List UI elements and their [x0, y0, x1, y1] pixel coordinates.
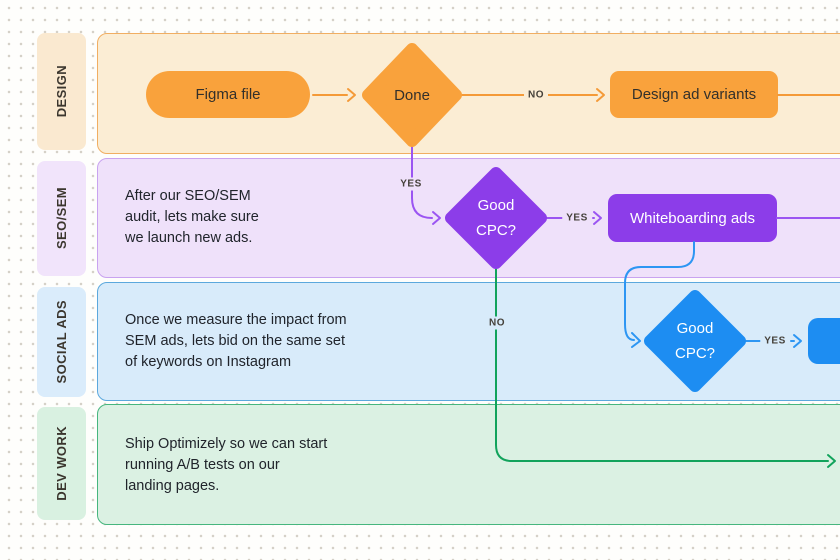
- label-line: Good: [676, 320, 714, 337]
- node-design-ad-variants-label: Design ad variants: [631, 86, 757, 103]
- edge-label-done-yes[interactable]: YES: [396, 177, 426, 191]
- label-line: Good: [477, 197, 515, 214]
- lane-label-social-ads[interactable]: SOCIAL ADS: [37, 287, 86, 397]
- lane-label-dev-work-text: DEV WORK: [54, 426, 69, 501]
- note-social-ads[interactable]: Once we measure the impact from SEM ads,…: [125, 310, 347, 373]
- label-line: CPC?: [475, 222, 516, 239]
- node-social-clipped[interactable]: [808, 318, 840, 364]
- node-done-label-text: Done: [394, 86, 430, 104]
- node-whiteboarding-ads[interactable]: Whiteboarding ads: [608, 194, 777, 242]
- node-design-ad-variants[interactable]: Design ad variants: [610, 71, 778, 118]
- node-figma-file[interactable]: Figma file: [146, 71, 310, 118]
- node-good-cpc-sem-label: Good CPC?: [446, 190, 546, 246]
- node-whiteboarding-ads-label: Whiteboarding ads: [629, 209, 756, 227]
- edge-label-sem-cpc-yes[interactable]: YES: [562, 211, 592, 225]
- lane-label-seo-sem[interactable]: SEO/SEM: [37, 161, 86, 276]
- edge-label-social-cpc-yes[interactable]: YES: [760, 334, 790, 348]
- lane-label-dev-work[interactable]: DEV WORK: [37, 407, 86, 520]
- lane-label-social-ads-text: SOCIAL ADS: [54, 300, 69, 384]
- note-line: SEM ads, lets bid on the same set: [125, 333, 346, 349]
- note-line: running A/B tests on our: [125, 457, 280, 473]
- node-done-label: Done: [362, 75, 462, 115]
- lane-label-design-text: DESIGN: [54, 65, 69, 118]
- note-line: we launch new ads.: [125, 230, 253, 246]
- note-dev-work[interactable]: Ship Optimizely so we can start running …: [125, 434, 327, 497]
- lane-label-seo-sem-text: SEO/SEM: [54, 187, 69, 250]
- edge-label-sem-cpc-no[interactable]: NO: [485, 316, 509, 330]
- note-line: landing pages.: [125, 478, 220, 494]
- edge-label-done-no[interactable]: NO: [524, 88, 548, 102]
- node-good-cpc-social-label: Good CPC?: [645, 313, 745, 369]
- note-line: After our SEO/SEM: [125, 188, 251, 204]
- note-seo-sem[interactable]: After our SEO/SEM audit, lets make sure …: [125, 186, 259, 249]
- note-line: of keywords on Instagram: [125, 354, 292, 370]
- note-line: Once we measure the impact from: [125, 312, 347, 328]
- node-figma-file-label: Figma file: [195, 86, 261, 103]
- note-line: Ship Optimizely so we can start: [125, 436, 328, 452]
- lane-label-design[interactable]: DESIGN: [37, 33, 86, 150]
- note-line: audit, lets make sure: [125, 209, 259, 225]
- label-line: CPC?: [674, 345, 715, 362]
